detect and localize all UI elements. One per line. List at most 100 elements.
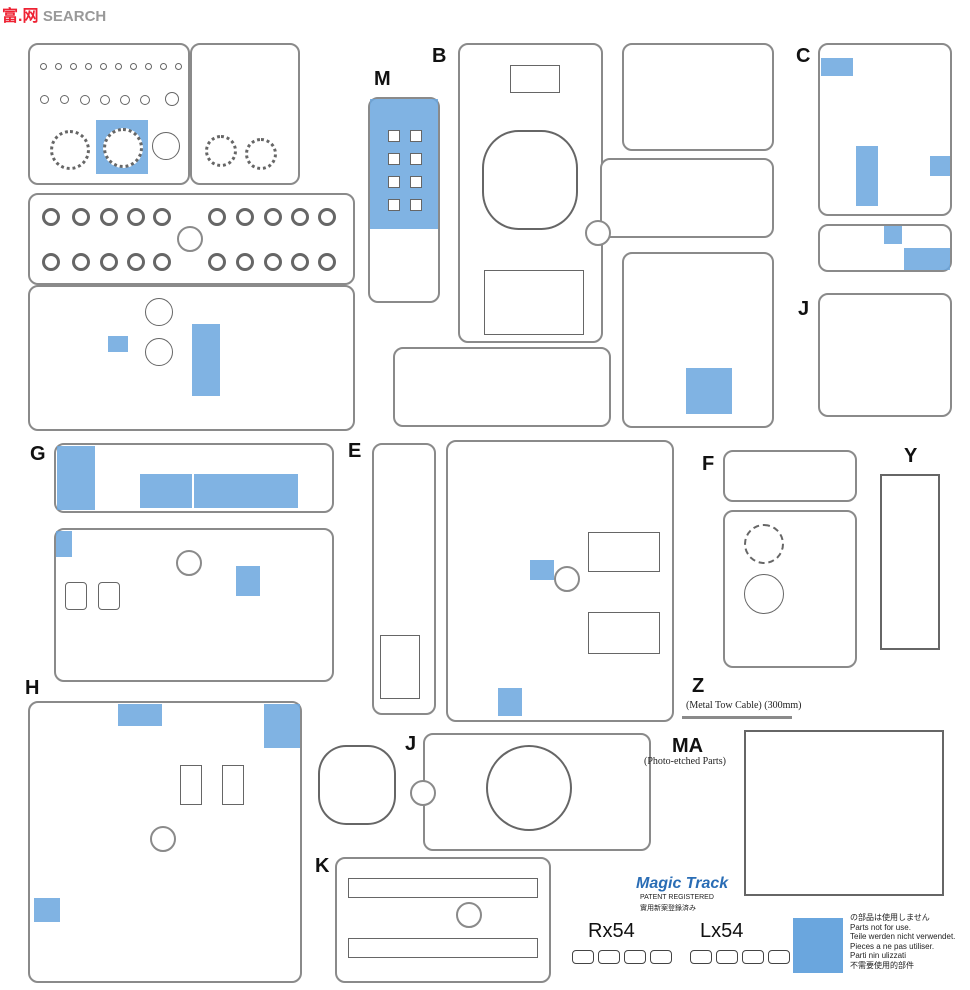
small-part	[388, 130, 400, 142]
gear-part	[205, 135, 237, 167]
road-wheel	[236, 208, 254, 226]
legend-line: 不需要使用的部件	[850, 960, 914, 970]
highlight-area	[821, 58, 853, 76]
turret-ring	[486, 745, 572, 831]
road-wheel	[153, 208, 171, 226]
small-part	[40, 95, 49, 104]
sprue-label-e: E	[348, 440, 362, 462]
sprue-joint	[150, 826, 176, 852]
legend-line: Parts not for use.	[850, 922, 911, 932]
grille-part	[222, 765, 244, 805]
small-part	[70, 63, 77, 70]
track-link	[716, 950, 738, 964]
track-link	[572, 950, 594, 964]
box-part	[65, 582, 87, 610]
sprue-j-small	[818, 293, 952, 417]
magic-track-logo: Magic Track	[636, 875, 729, 892]
track-left-count: Lx54	[700, 920, 744, 942]
sprue-detail-lower	[28, 285, 355, 431]
road-wheel	[42, 253, 60, 271]
sprue-f-upper	[723, 450, 857, 502]
sprue-joint	[177, 226, 203, 252]
tow-cable	[682, 716, 792, 719]
hatch-part	[510, 65, 560, 93]
wheel-spoked	[145, 338, 173, 366]
sprue-label-j-large: J	[405, 733, 417, 755]
highlight-area	[930, 156, 950, 176]
sprue-joint	[585, 220, 611, 246]
small-part	[115, 63, 122, 70]
sprue-joint	[554, 566, 580, 592]
highlight-area	[108, 336, 128, 352]
road-wheel	[208, 208, 226, 226]
ring-part	[744, 524, 784, 564]
road-wheel	[318, 208, 336, 226]
road-wheel	[264, 208, 282, 226]
sprue-joint	[410, 780, 436, 806]
highlight-area	[856, 146, 878, 206]
road-wheel	[153, 253, 171, 271]
highlight-area	[264, 704, 300, 748]
small-part	[120, 95, 130, 105]
highlight-area	[370, 99, 438, 229]
sprue-label-z: Z	[692, 675, 705, 697]
small-part	[388, 153, 400, 165]
hull-plate-part	[380, 635, 420, 699]
sprue-top-left-upper-right	[190, 43, 300, 185]
ring-part	[744, 574, 784, 614]
highlight-area	[57, 446, 95, 510]
small-part	[40, 63, 47, 70]
legend-text: の部品は使用しません Parts not for use. Teile werd…	[850, 913, 955, 970]
road-wheel	[208, 253, 226, 271]
legend-line: Pieces a ne pas utiliser.	[850, 941, 935, 951]
highlight-area	[884, 226, 902, 244]
sprue-label-h: H	[25, 677, 40, 699]
road-wheel	[127, 208, 145, 226]
track-link	[742, 950, 764, 964]
road-wheel	[72, 208, 90, 226]
small-part	[140, 95, 150, 105]
photo-etch-caption: (Photo-etched Parts)	[644, 756, 726, 767]
small-part	[80, 95, 90, 105]
road-wheel	[42, 208, 60, 226]
small-part	[410, 176, 422, 188]
patent-text: PATENT REGISTERED	[640, 894, 714, 901]
sprue-joint	[456, 902, 482, 928]
plate-part	[484, 270, 584, 335]
sprue-label-j-small: J	[798, 298, 810, 320]
small-part	[160, 63, 167, 70]
hull-plate-part	[588, 532, 660, 572]
hull-bottom-part	[880, 474, 940, 650]
small-part	[410, 130, 422, 142]
small-part	[388, 176, 400, 188]
road-wheel	[100, 253, 118, 271]
small-part	[165, 92, 179, 106]
highlight-area	[192, 324, 220, 396]
small-part	[145, 63, 152, 70]
legend-line: Teile werden nicht verwendet.	[850, 932, 956, 941]
highlight-area	[118, 704, 162, 726]
road-wheel	[72, 253, 90, 271]
watermark-brand: 富.网	[2, 8, 39, 25]
sprue-joint	[176, 550, 202, 576]
highlight-area	[498, 688, 522, 716]
small-part	[100, 63, 107, 70]
road-wheel	[236, 253, 254, 271]
sprue-label-m: M	[374, 68, 391, 90]
sprue-label-y: Y	[904, 445, 918, 467]
fender-part	[348, 938, 538, 958]
road-wheel	[291, 253, 309, 271]
small-part	[130, 63, 137, 70]
wheel-spoked	[145, 298, 173, 326]
small-part	[60, 95, 69, 104]
road-wheel	[100, 208, 118, 226]
road-wheel	[291, 208, 309, 226]
road-wheel	[318, 253, 336, 271]
hull-plate-part	[588, 612, 660, 654]
road-wheel	[127, 253, 145, 271]
track-link	[624, 950, 646, 964]
track-link	[650, 950, 672, 964]
small-part	[410, 153, 422, 165]
sprue-b-lower-left	[393, 347, 611, 427]
sprue-label-f: F	[702, 453, 715, 475]
